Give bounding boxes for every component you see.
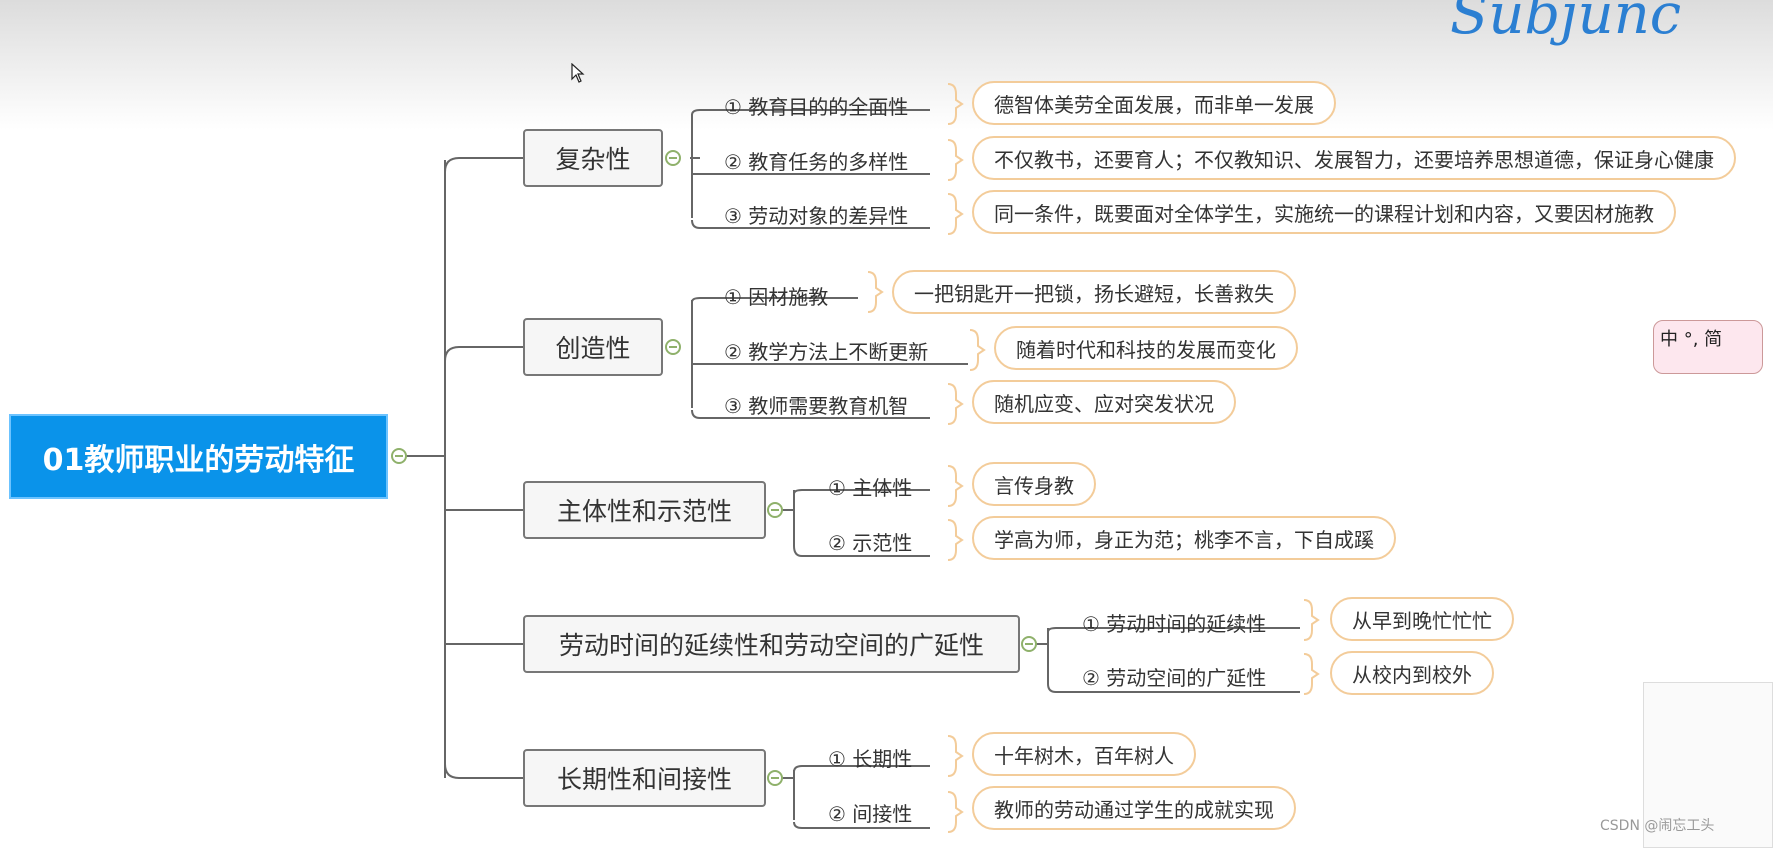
category-node-creativity[interactable]: 创造性 (523, 318, 663, 376)
detail-leaf[interactable]: 随机应变、应对突发状况 (972, 380, 1236, 424)
collapse-toggle-icon[interactable] (391, 448, 407, 464)
subtopic-label: ② 劳动空间的广延性 (1082, 666, 1267, 690)
root-title: 01教师职业的劳动特征 (42, 442, 355, 478)
subtopic-label: ① 因材施教 (724, 285, 829, 309)
detail-leaf[interactable]: 言传身教 (972, 462, 1096, 506)
collapse-toggle-icon[interactable] (767, 770, 783, 786)
detail-leaf[interactable]: 从早到晚忙忙忙 (1330, 597, 1514, 641)
brand-logo-text: Subjunc (1450, 0, 1682, 47)
category-title: 劳动时间的延续性和劳动空间的广延性 (558, 631, 984, 660)
detail-leaf[interactable]: 一把钥匙开一把锁，扬长避短，长善救失 (892, 270, 1296, 314)
category-title: 创造性 (555, 334, 631, 363)
collapse-toggle-icon[interactable] (1021, 636, 1037, 652)
collapse-toggle-icon[interactable] (665, 150, 681, 166)
category-node-complexity[interactable]: 复杂性 (523, 129, 663, 187)
category-node-long-term-indirect[interactable]: 长期性和间接性 (523, 749, 766, 807)
category-title: 复杂性 (555, 145, 631, 174)
root-node[interactable]: 01教师职业的劳动特征 (9, 414, 388, 499)
detail-leaf[interactable]: 随着时代和科技的发展而变化 (994, 326, 1298, 370)
subtopic-label: ① 劳动时间的延续性 (1082, 612, 1267, 636)
detail-leaf[interactable]: 十年树木，百年树人 (972, 732, 1196, 776)
category-node-time-space-extension[interactable]: 劳动时间的延续性和劳动空间的广延性 (523, 615, 1020, 673)
subtopic-label: ③ 劳动对象的差异性 (724, 204, 909, 228)
subtopic-label: ② 教育任务的多样性 (724, 150, 909, 174)
subtopic-label: ① 主体性 (828, 476, 913, 500)
detail-leaf[interactable]: 德智体美劳全面发展，而非单一发展 (972, 81, 1336, 125)
category-node-subjectivity-exemplarity[interactable]: 主体性和示范性 (523, 481, 766, 539)
collapse-toggle-icon[interactable] (665, 339, 681, 355)
collapse-toggle-icon[interactable] (767, 502, 783, 518)
ime-text: 中 °, 简 (1660, 329, 1723, 350)
subtopic-label: ③ 教师需要教育机智 (724, 394, 909, 418)
ime-status-widget[interactable]: 中 °, 简 (1653, 320, 1763, 374)
category-title: 长期性和间接性 (556, 765, 732, 794)
top-gradient-band (0, 0, 1773, 130)
subtopic-label: ① 教育目的的全面性 (724, 95, 909, 119)
subtopic-label: ② 教学方法上不断更新 (724, 340, 929, 364)
subtopic-label: ① 长期性 (828, 747, 913, 771)
detail-leaf[interactable]: 不仅教书，还要育人；不仅教知识、发展智力，还要培养思想道德，保证身心健康 (972, 136, 1736, 180)
detail-leaf[interactable]: 学高为师，身正为范；桃李不言，下自成蹊 (972, 516, 1396, 560)
category-title: 主体性和示范性 (556, 497, 732, 526)
detail-leaf[interactable]: 同一条件，既要面对全体学生，实施统一的课程计划和内容，又要因材施教 (972, 190, 1676, 234)
subtopic-label: ② 示范性 (828, 531, 913, 555)
detail-leaf[interactable]: 从校内到校外 (1330, 651, 1494, 695)
watermark: CSDN @闹忘工头 (1600, 818, 1715, 834)
subtopic-label: ② 间接性 (828, 802, 913, 826)
mouse-cursor-icon (571, 63, 585, 83)
detail-leaf[interactable]: 教师的劳动通过学生的成就实现 (972, 786, 1296, 830)
